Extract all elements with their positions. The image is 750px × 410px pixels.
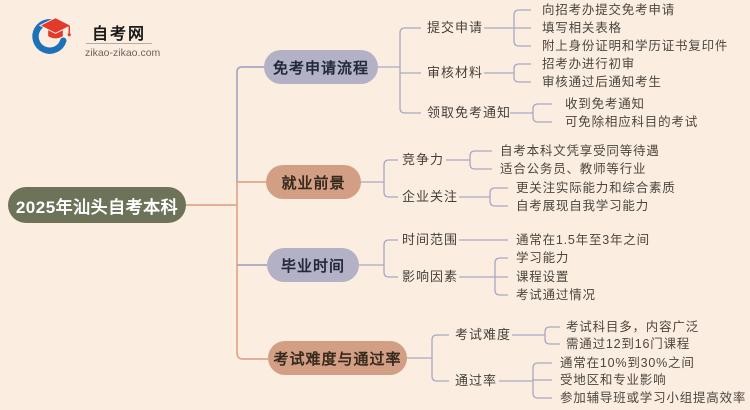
subtopic-label: 企业关注	[402, 189, 459, 204]
logo-divider	[86, 43, 152, 44]
subtopic-label: 通过率	[455, 373, 498, 388]
leaf-label: 自考本科文凭享受同等待遇	[500, 144, 660, 158]
leaf-label: 通常在10%到30%之间	[560, 356, 695, 370]
leaf-label: 受地区和专业影响	[560, 373, 667, 387]
leaf-label: 需通过12到16门课程	[566, 337, 691, 351]
leaf-label: 课程设置	[516, 270, 570, 284]
branch1-brackets	[378, 9, 552, 123]
subtopic-label: 影响因素	[402, 269, 459, 284]
leaf-label: 收到免考通知	[565, 97, 645, 111]
leaf-label: 考试科目多，内容广泛	[566, 320, 700, 334]
leaf-label: 附上身份证明和学历证书复印件	[542, 39, 729, 53]
site-name: 自考网	[92, 26, 147, 43]
subtopic-label: 领取免考通知	[427, 105, 512, 120]
leaf-label: 向招考办提交免考申请	[542, 3, 676, 17]
branch4-brackets	[407, 326, 560, 399]
leaf-label: 审核通过后通知考生	[542, 75, 662, 89]
subtopic-label: 时间范围	[402, 232, 459, 247]
leaf-label: 更关注实际能力和综合素质	[516, 181, 676, 195]
site-logo: 自考网 zikao-zikao.com	[28, 14, 164, 62]
trunk-lavender-lines	[236, 66, 267, 266]
branch3-brackets	[359, 239, 508, 296]
root-node: 2025年汕头自考本科	[8, 187, 186, 223]
leaf-label: 适合公务员、教师等行业	[500, 162, 647, 176]
branch-node-graduation-time: 毕业时间	[267, 248, 359, 282]
site-url: zikao-zikao.com	[85, 47, 161, 59]
branch-node-difficulty-pass-rate: 考试难度与通过率	[268, 341, 407, 375]
subtopic-label: 审核材料	[427, 65, 484, 80]
graduation-cap-logo-icon	[32, 17, 72, 54]
subtopic-label: 竞争力	[402, 152, 445, 167]
branch-node-exemption-process: 免考申请流程	[264, 50, 378, 84]
subtopic-label: 考试难度	[455, 327, 512, 342]
branch2-brackets	[361, 150, 508, 207]
leaf-label: 通常在1.5年至3年之间	[516, 233, 650, 247]
leaf-label: 招考办进行初审	[542, 57, 636, 71]
branch-node-employment-prospects: 就业前景	[266, 165, 361, 199]
leaf-label: 填写相关表格	[542, 21, 622, 35]
leaf-label: 可免除相应科目的考试	[565, 115, 699, 129]
leaf-label: 考试通过情况	[516, 288, 596, 302]
leaf-label: 学习能力	[516, 251, 570, 265]
trunk-salmon-lines	[186, 181, 268, 360]
subtopic-label: 提交申请	[427, 20, 484, 35]
leaf-label: 参加辅导班或学习小组提高效率	[560, 391, 747, 405]
leaf-label: 自考展现自我学习能力	[516, 199, 650, 213]
